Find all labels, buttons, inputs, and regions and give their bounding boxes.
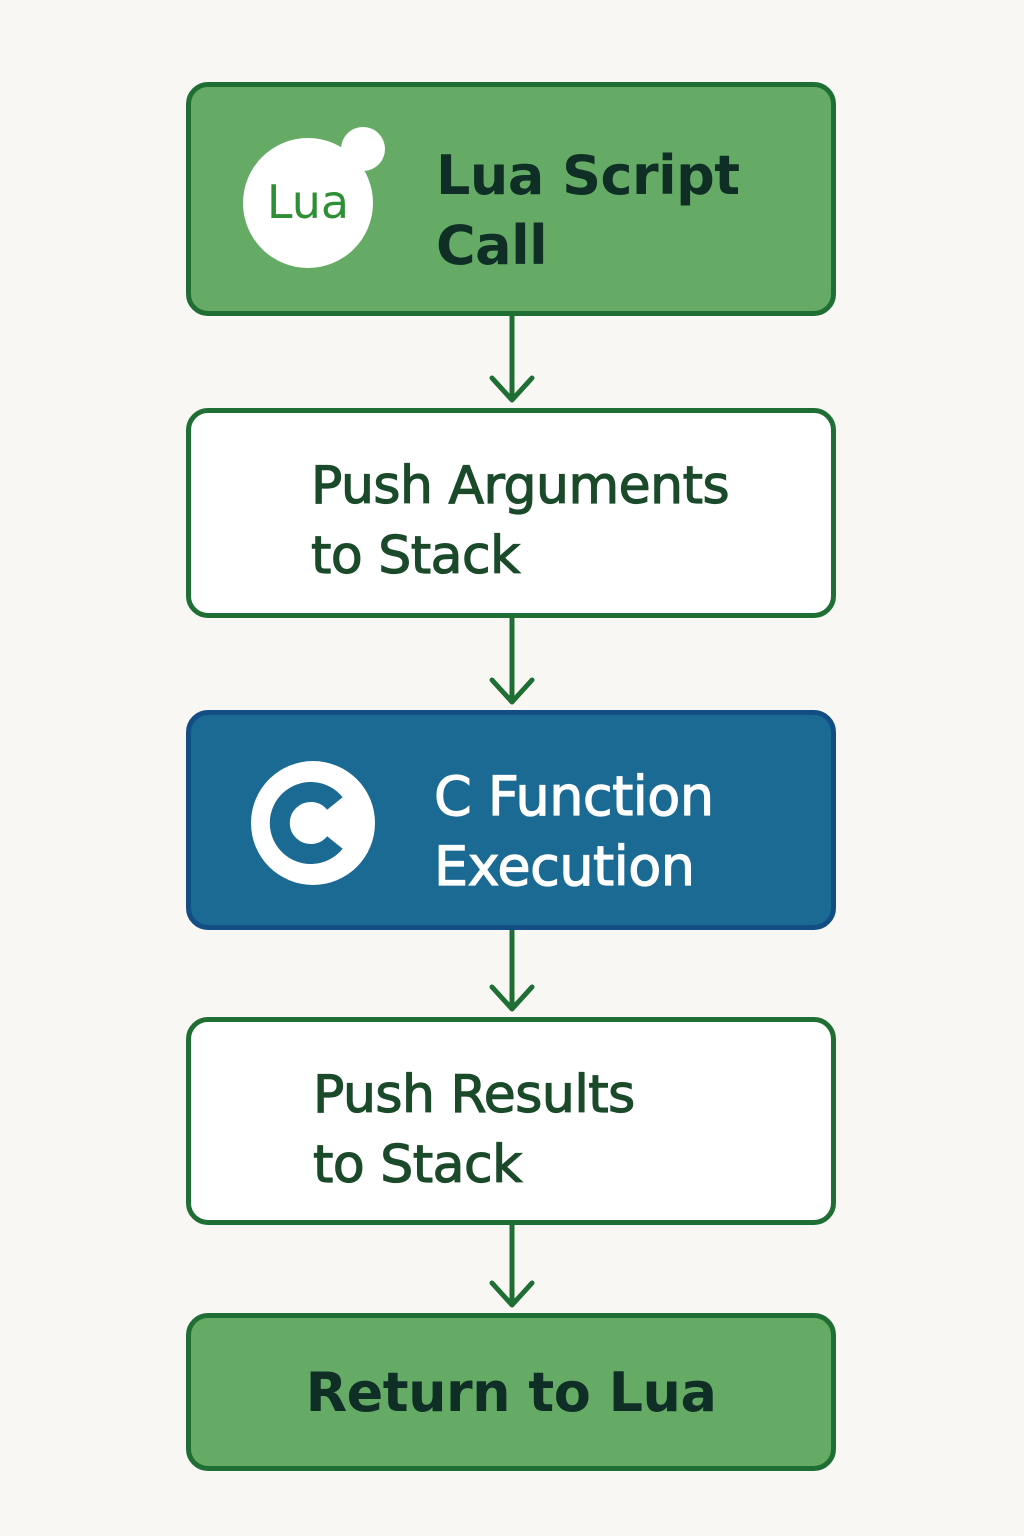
step-return-to-lua: Return to Lua (186, 1313, 836, 1471)
step-label-line: Execution (433, 834, 695, 898)
step-label: Push Arguments to Stack (310, 451, 730, 591)
step-label: Lua Script Call (436, 141, 740, 281)
step-push-results: Push Results to Stack (186, 1017, 836, 1225)
step-label-line: Lua Script (436, 144, 740, 207)
step-label-line: Call (436, 214, 548, 277)
lua-logo-text: Lua (266, 175, 350, 229)
step-label-line: Push Results (312, 1064, 635, 1125)
step-push-arguments: Push Arguments to Stack (186, 408, 836, 618)
step-label-line: to Stack (310, 525, 520, 586)
step-label-line: Return to Lua (305, 1361, 717, 1424)
c-logo-icon (251, 761, 375, 885)
arrow-down-icon (489, 316, 535, 403)
step-label-line: C Function (433, 764, 714, 828)
lua-moon-icon (341, 127, 385, 171)
step-c-function-execution: C Function Execution (186, 710, 836, 930)
step-label: C Function Execution (433, 762, 714, 902)
step-lua-script-call: Lua Lua Script Call (186, 82, 836, 316)
arrow-down-icon (489, 618, 535, 705)
step-label-line: Push Arguments (310, 455, 730, 516)
step-label: Push Results to Stack (312, 1060, 635, 1200)
step-label: Return to Lua (191, 1358, 831, 1428)
step-label-line: to Stack (312, 1134, 522, 1195)
arrow-down-icon (489, 1225, 535, 1308)
arrow-down-icon (489, 930, 535, 1012)
